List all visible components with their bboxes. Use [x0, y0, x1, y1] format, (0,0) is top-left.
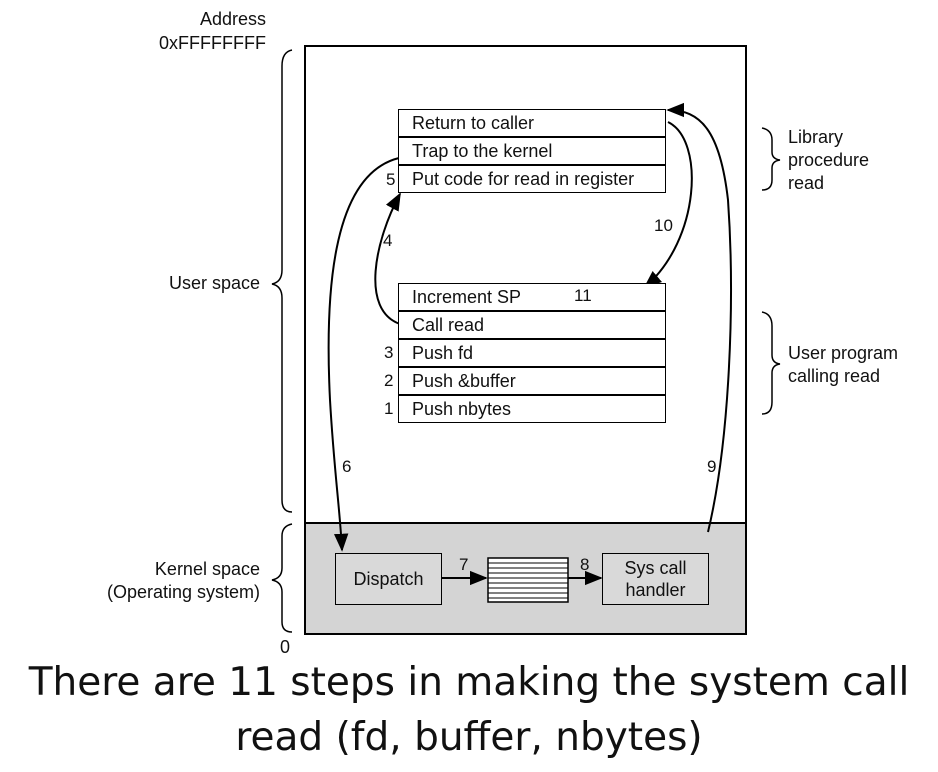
step-2-label: 2: [384, 371, 394, 390]
step-10-label: 10: [654, 216, 673, 235]
arrow-step-6: [327, 157, 400, 552]
step-6-label: 6: [342, 457, 352, 476]
operating-system-label: (Operating system): [106, 582, 260, 602]
push-nbytes-row: Push nbytes: [398, 395, 666, 423]
trap-to-kernel-row: Trap to the kernel: [398, 137, 666, 165]
step-4-label: 4: [383, 231, 393, 250]
increment-sp-row: Increment SP: [398, 283, 666, 311]
user-program-label-line2: calling read: [788, 366, 881, 386]
step-7-label: 7: [459, 555, 469, 574]
dispatch-label: Dispatch: [353, 569, 424, 589]
push-fd-row: Push fd: [398, 339, 666, 367]
library-label-line1: Library: [788, 127, 844, 147]
address-bottom-value: 0: [280, 637, 291, 657]
user-space-brace: [271, 49, 293, 513]
dispatch-box: Dispatch: [335, 553, 442, 605]
step-11-label: 11: [574, 286, 592, 305]
step-3-label: 3: [384, 343, 394, 362]
library-brace: [761, 127, 781, 191]
step-1-label: 1: [384, 399, 394, 418]
syscall-handler-label-line1: Sys call: [624, 558, 687, 578]
step-8-label: 8: [580, 555, 590, 574]
library-label-line3: read: [788, 173, 825, 193]
dispatch-table-icon: [487, 557, 569, 603]
step-9-label: 9: [707, 457, 717, 476]
arrow-step-9: [666, 102, 732, 533]
user-program-label-line1: User program: [788, 343, 899, 363]
user-space-label: User space: [168, 273, 260, 293]
syscall-handler-label-line2: handler: [625, 580, 686, 600]
call-read-row: Call read: [398, 311, 666, 339]
syscall-handler-box: Sys call handler: [602, 553, 709, 605]
arrow-step-10: [643, 121, 693, 289]
kernel-space-brace: [271, 523, 293, 633]
user-program-brace: [761, 311, 781, 415]
address-top-value: 0xFFFFFFFF: [159, 33, 266, 53]
kernel-space-label: Kernel space: [154, 559, 260, 579]
step-5-label: 5: [386, 170, 396, 189]
return-to-caller-row: Return to caller: [398, 109, 666, 137]
push-buffer-row: Push &buffer: [398, 367, 666, 395]
library-label-line2: procedure: [788, 150, 870, 170]
put-code-row: Put code for read in register: [398, 165, 666, 193]
caption-line2: read (fd, buffer, nbytes): [235, 715, 703, 760]
arrow-step-4: [374, 192, 401, 325]
caption-line1: There are 11 steps in making the system …: [28, 660, 910, 705]
address-top-label: Address: [199, 9, 266, 29]
